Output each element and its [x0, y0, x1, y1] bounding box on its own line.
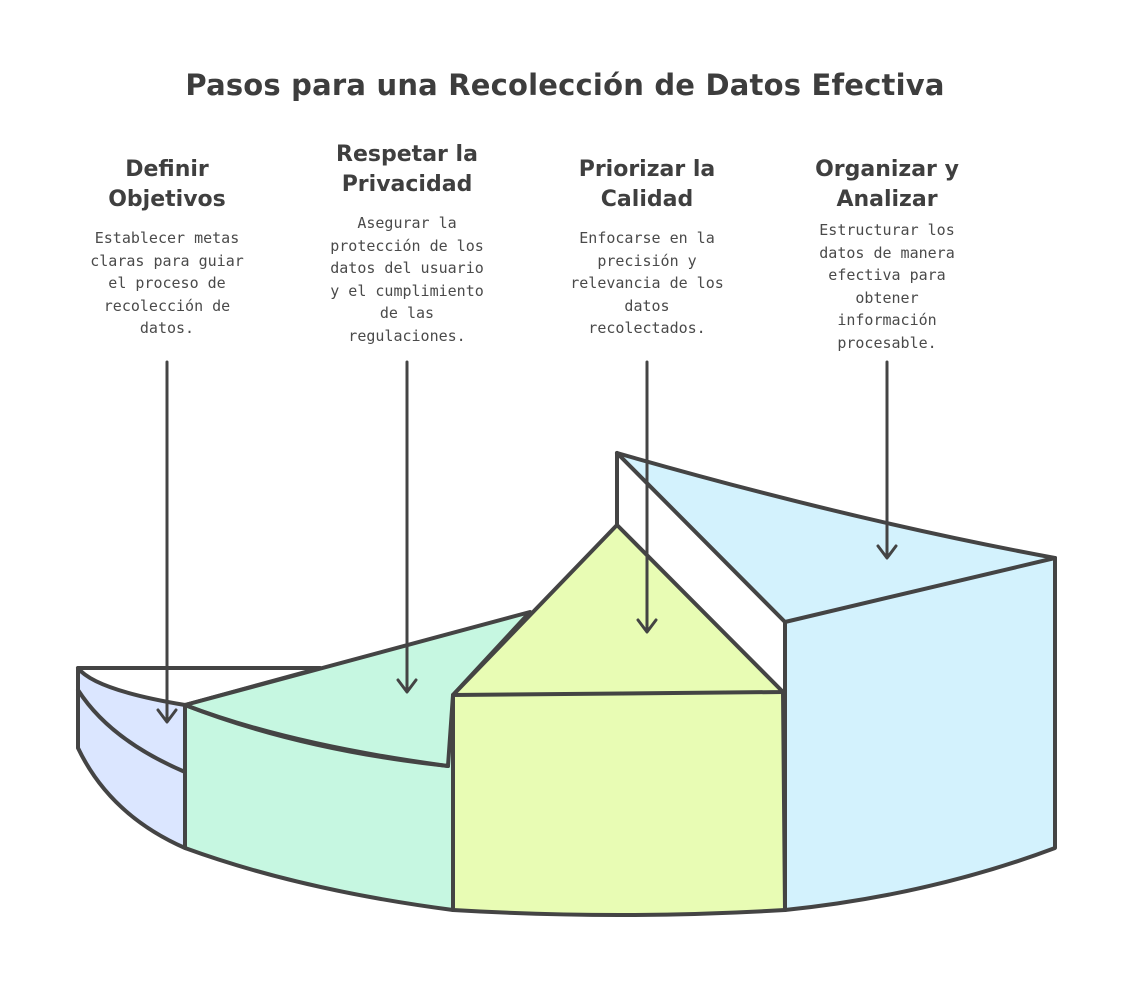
step-title: Respetar la Privacidad [297, 140, 517, 200]
step-definir-objetivos: Definir Objetivos Establecer metas clara… [67, 155, 267, 340]
segment-2-fill [185, 612, 530, 910]
step-desc-line: regulaciones. [348, 326, 466, 345]
step-title-line: Definir [125, 157, 209, 182]
step-title-line: Priorizar la [578, 157, 716, 182]
step-desc-line: Asegurar la [357, 214, 457, 232]
segment-definir-objetivos [76, 666, 322, 850]
step-title: Organizar y Analizar [777, 155, 997, 215]
step-title-line: Analizar [836, 187, 938, 212]
arrow-definir-objetivos [156, 360, 178, 724]
step-desc-line: claras para guiar [90, 251, 244, 270]
segment-4-right-edge [783, 556, 1057, 912]
step-desc-line: información [837, 311, 937, 329]
step-desc-line: datos de manera [819, 243, 955, 262]
segment-organizar-analizar [615, 451, 1057, 912]
step-desc-line: Establecer metas [94, 229, 240, 247]
step-desc-line: protección de los [330, 236, 484, 255]
step-desc-line: precisión y [597, 251, 697, 270]
step-description: Estructurar los datos de manera efectiva… [777, 219, 997, 354]
step-desc-line: Estructurar los [819, 221, 955, 239]
step-title-line: Calidad [600, 187, 694, 212]
step-desc-line: recolección de [103, 296, 231, 315]
arrows [156, 360, 898, 724]
step-desc-line: datos [624, 296, 670, 315]
segment-2-inner-arc [183, 703, 450, 768]
arrow-respetar-privacidad [396, 360, 418, 694]
segment-2-front [183, 703, 455, 912]
step-desc-line: Enfocarse en la [579, 229, 715, 247]
segment-1-front [76, 666, 187, 850]
step-desc-line: efectiva para [828, 266, 946, 284]
step-title-line: Objetivos [108, 187, 226, 212]
step-desc-line: datos. [139, 319, 195, 337]
step-title-line: Privacidad [341, 172, 473, 197]
step-description: Asegurar la protección de los datos del … [297, 212, 517, 347]
segment-priorizar-calidad [451, 523, 787, 917]
segment-3-top-fill [453, 525, 783, 695]
segment-4-front-fill [785, 558, 1055, 910]
step-desc-line: de las [379, 304, 435, 322]
step-title: Priorizar la Calidad [537, 155, 757, 215]
step-desc-line: procesable. [837, 333, 937, 352]
step-desc-line: el proceso de [108, 274, 226, 292]
step-desc-line: obtener [855, 288, 919, 307]
step-organizar-analizar: Organizar y Analizar Estructurar los dat… [777, 155, 997, 354]
step-description: Establecer metas claras para guiar el pr… [67, 227, 267, 340]
step-respetar-privacidad: Respetar la Privacidad Asegurar la prote… [297, 140, 517, 347]
arrow-priorizar-calidad [636, 360, 658, 634]
segment-1-inner [76, 688, 187, 774]
step-title-line: Organizar y [815, 157, 959, 182]
arrow-organizar-analizar [876, 360, 898, 560]
segment-1-fill [78, 668, 320, 848]
segment-3-top [451, 523, 785, 697]
segment-3-front [451, 690, 787, 917]
step-desc-line: relevancia de los [570, 274, 724, 292]
step-desc-line: recolectados. [588, 319, 706, 337]
segment-3-front-fill [453, 692, 785, 915]
step-title-line: Respetar la [336, 142, 478, 167]
step-priorizar-calidad: Priorizar la Calidad Enfocarse en la pre… [537, 155, 757, 340]
step-desc-line: datos del usuario [330, 259, 484, 277]
segment-4-top-fill [617, 453, 1055, 622]
step-title: Definir Objetivos [67, 155, 267, 215]
segment-respetar-privacidad [183, 610, 532, 912]
segment-4-top-arc [615, 451, 1057, 560]
step-description: Enfocarse en la precisión y relevancia d… [537, 227, 757, 340]
step-desc-line: y el cumplimiento [330, 281, 484, 300]
page-title: Pasos para una Recolección de Datos Efec… [185, 68, 945, 102]
